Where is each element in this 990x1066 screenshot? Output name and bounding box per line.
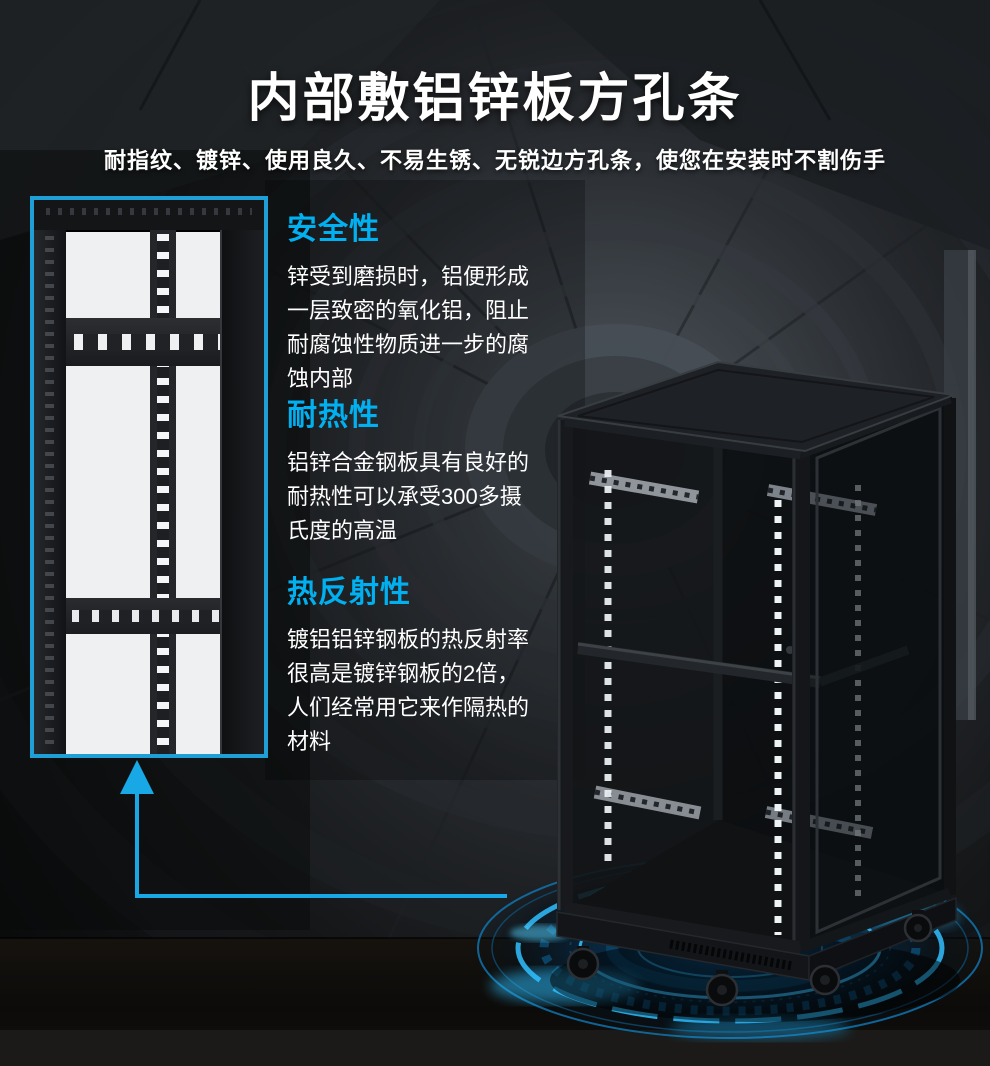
feature-safety-body: 锌受到磨损时，铝便形成一层致密的氧化铝，阻止耐腐蚀性物质进一步的腐蚀内部 bbox=[287, 264, 530, 391]
inset-side-panel bbox=[220, 230, 264, 754]
server-rack-cabinet bbox=[550, 360, 960, 1022]
inset-cabinet-top bbox=[34, 200, 264, 232]
feature-safety: 安全性 锌受到磨损时，铝便形成一层致密的氧化铝，阻止耐腐蚀性物质进一步的腐蚀内部 bbox=[287, 204, 549, 396]
top-cap bbox=[557, 360, 955, 453]
mounting-strips bbox=[604, 470, 861, 935]
inset-square-hole-strip bbox=[150, 230, 176, 754]
feature-heat-reflection-body: 镀铝铝锌钢板的热反射率很高是镀锌钢板的2倍，人们经常用它来作隔热的材料 bbox=[287, 627, 530, 754]
frame-posts bbox=[557, 392, 956, 955]
inset-crossbar-lower bbox=[66, 598, 242, 634]
page-subtitle: 耐指纹、镀锌、使用良久、不易生锈、无锐边方孔条，使您在安装时不割伤手 bbox=[103, 148, 886, 173]
feature-heat-reflection: 热反射性 镀铝铝锌钢板的热反射率很高是镀锌钢板的2倍，人们经常用它来作隔热的材料 bbox=[287, 567, 549, 759]
inset-crossbar-lower-holes bbox=[72, 610, 236, 622]
side-door bbox=[786, 396, 952, 950]
callout-line-horizontal bbox=[135, 894, 507, 898]
shelf bbox=[577, 642, 910, 688]
text-shade bbox=[265, 180, 585, 780]
casters bbox=[566, 910, 933, 1007]
perforated-rails bbox=[588, 471, 878, 839]
callout-line-vertical bbox=[135, 792, 139, 898]
feature-heat-resistance: 耐热性 铝锌合金钢板具有良好的耐热性可以承受300多摄氏度的高温 bbox=[287, 390, 549, 548]
feature-heat-resistance-heading: 耐热性 bbox=[287, 399, 380, 432]
page-title: 内部敷铝锌板方孔条 bbox=[247, 70, 743, 128]
feature-heat-resistance-body: 铝锌合金钢板具有良好的耐热性可以承受300多摄氏度的高温 bbox=[287, 450, 530, 543]
inset-rail-left-holes bbox=[45, 236, 54, 748]
callout-arrow-up-icon bbox=[120, 760, 154, 794]
inset-top-vent-holes bbox=[46, 208, 252, 215]
feature-heat-reflection-heading: 热反射性 bbox=[287, 576, 411, 609]
inset-rail-left bbox=[34, 230, 66, 754]
inset-square-holes bbox=[157, 234, 169, 754]
detail-inset-photo bbox=[30, 196, 268, 758]
inset-crossbar-upper-holes bbox=[74, 334, 256, 350]
header: 内部敷铝锌板方孔条 耐指纹、镀锌、使用良久、不易生锈、无锐边方孔条，使您在安装时… bbox=[0, 56, 990, 175]
feature-safety-heading: 安全性 bbox=[287, 213, 380, 246]
